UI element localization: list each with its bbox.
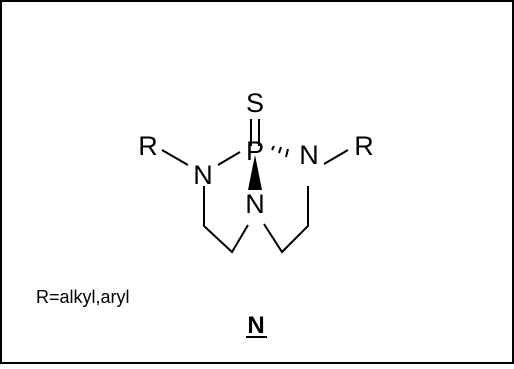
atom-nitrogen-bridge: N [245,189,265,219]
atom-nitrogen-right: N [299,140,319,170]
ring-left-bonds [203,186,249,254]
atom-substituent-left: R [138,131,158,161]
ring-right-bonds [263,186,309,254]
wedge-bond-p-n-bridge [248,155,262,190]
bond-r-n-left [161,149,189,166]
atom-phosphorus: P [246,136,264,166]
hashed-bond-p-n-right [271,145,289,158]
substituent-definition: R=alkyl,aryl [36,287,130,307]
atom-nitrogen-left: N [193,160,213,190]
bond-n-p-left [217,151,241,166]
bond-n-r-right [323,149,349,165]
compound-label: N [247,312,264,339]
atom-substituent-right: R [354,131,374,161]
atom-sulfur: S [246,88,264,118]
